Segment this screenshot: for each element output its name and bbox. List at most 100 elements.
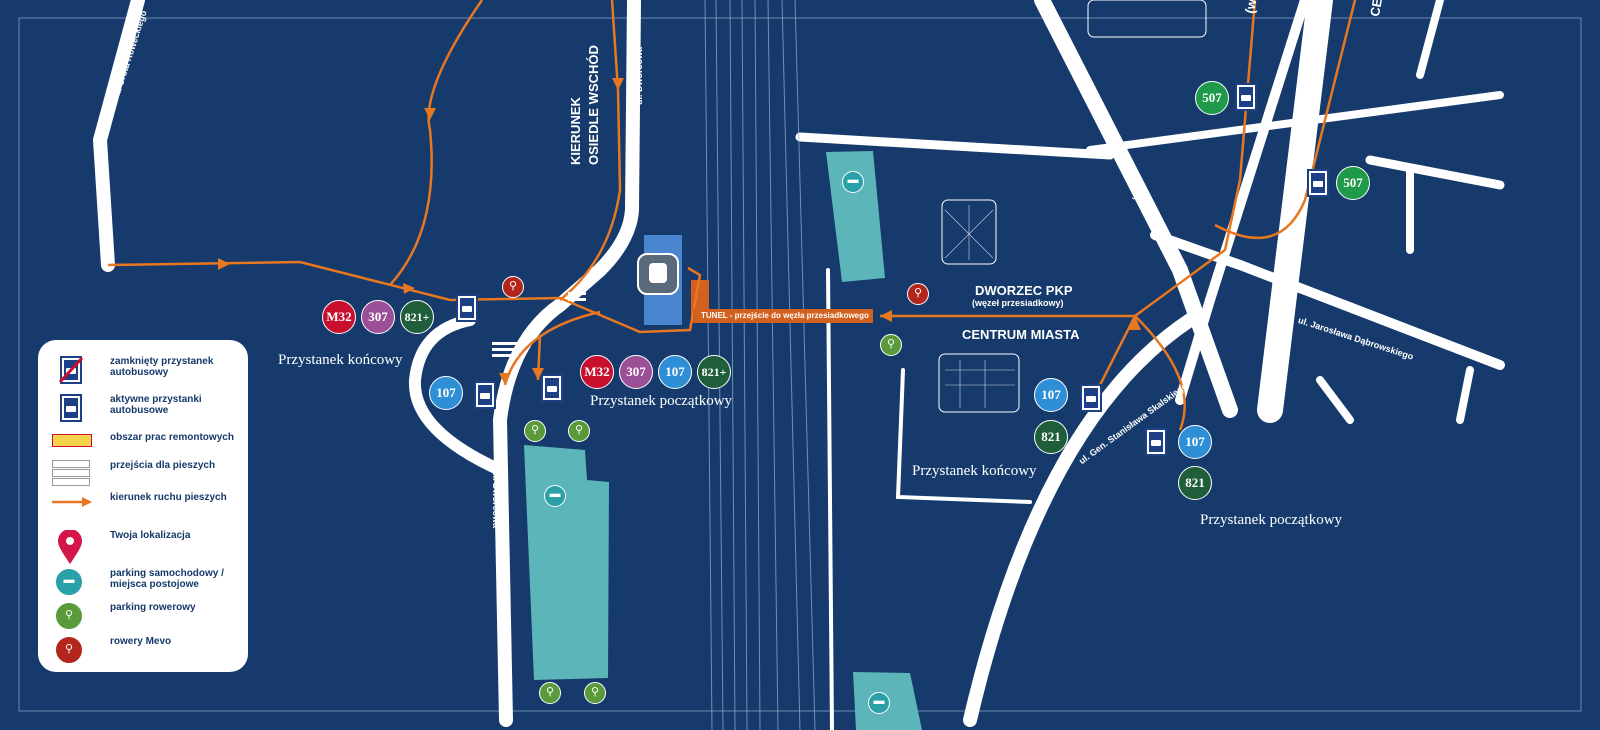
legend-label: przejścia dla pieszych: [110, 460, 216, 471]
car-parking-icon[interactable]: ▬: [544, 485, 566, 507]
station-subtitle: (węzeł przesiadkowy): [972, 298, 1064, 308]
map-frame: [18, 17, 1582, 712]
line-badge-821plus-start[interactable]: 821+: [697, 355, 731, 389]
parking-north: [826, 151, 885, 282]
legend-row: przejścia dla pieszych: [38, 460, 248, 490]
road-east: [1365, 155, 1505, 190]
legend-label: obszar prac remontowych: [110, 432, 234, 443]
legend-label: Twoja lokalizacja: [110, 530, 191, 541]
bus-stop-icon: [52, 394, 92, 422]
station-title: DWORZEC PKP: [975, 283, 1073, 298]
route-arrows: [218, 78, 1141, 385]
crosswalks: [492, 292, 586, 357]
bike-parking-icon[interactable]: ⚲: [880, 334, 902, 356]
line-badge-507-east[interactable]: 507: [1336, 166, 1370, 200]
direction-line1: KIERUNEK: [568, 97, 583, 165]
road-rail-side: [826, 268, 834, 730]
street-dworcowa-bottom: ul. Dworcowa: [491, 470, 501, 529]
legend-row: kierunek ruchu pieszych: [38, 492, 248, 522]
legend-label: zamknięty przystanek autobusowy: [110, 356, 214, 378]
line-badge-821-east-start[interactable]: 821: [1178, 466, 1212, 500]
road-north: [795, 132, 1115, 160]
station-building-sketch: [938, 353, 1020, 413]
legend-row: ⚲ parking rowerowy: [38, 602, 248, 632]
street-dworcowa-top: ul. Dworcowa: [634, 46, 644, 105]
bike-parking-icon: ⚲: [52, 602, 92, 630]
parking-west: [524, 445, 609, 680]
road-loop: [408, 314, 506, 476]
legend-label: parking rowerowy: [110, 602, 196, 613]
road-se2: [1316, 376, 1354, 424]
rail-tracks: [704, 0, 816, 730]
legend-label: parking samochodowy / miejsca postojowe: [110, 568, 224, 590]
line-badge-507-north[interactable]: 507: [1195, 81, 1229, 115]
road-skalskiego: [963, 313, 1197, 727]
bus-station-icon[interactable]: [637, 253, 679, 295]
stop-label-east-end: Przystanek końcowy: [912, 463, 1037, 479]
line-badge-107-start[interactable]: 107: [658, 355, 692, 389]
bus-stop-icon[interactable]: [1145, 428, 1167, 456]
line-badge-107-west[interactable]: 107: [429, 376, 463, 410]
car-parking-icon: ▬: [52, 568, 92, 596]
tunnel-label: TUNEL - przejście do węzła przesiadkoweg…: [693, 309, 873, 323]
legend-panel: zamknięty przystanek autobusowy aktywne …: [38, 340, 248, 672]
bike-parking-icon[interactable]: ⚲: [568, 420, 590, 442]
car-parking-icon[interactable]: ▬: [842, 171, 864, 193]
top-sketch: [1087, 0, 1207, 38]
legend-row: zamknięty przystanek autobusowy: [38, 356, 248, 386]
road-branch: [1175, 0, 1310, 405]
road-se: [1456, 366, 1474, 424]
closed-bus-stop-icon: [52, 356, 92, 384]
mevo-bike-icon: ⚲: [52, 636, 92, 664]
line-badge-821plus-west[interactable]: 821+: [400, 300, 434, 334]
bus-stop-icon[interactable]: [1080, 384, 1102, 412]
line-badge-m32-west[interactable]: M32: [322, 300, 356, 334]
stop-label-east-start: Przystanek początkowy: [1200, 512, 1343, 528]
car-parking-icon[interactable]: ▬: [868, 692, 890, 714]
edge-text-top-right: CE: [1367, 0, 1385, 18]
legend-label: aktywne przystanki autobusowe: [110, 394, 202, 416]
crosswalk-icon: [52, 460, 92, 488]
bus-stop-icon[interactable]: [474, 381, 496, 409]
road-main-ns: [1257, 0, 1333, 423]
line-badge-107-east-start[interactable]: 107: [1178, 425, 1212, 459]
line-badge-m32-start[interactable]: M32: [580, 355, 614, 389]
road-parking-loop: [895, 368, 1032, 504]
legend-label: rowery Mevo: [110, 636, 172, 647]
construction-area-icon: [52, 432, 92, 460]
legend-row: Twoja lokalizacja: [38, 529, 248, 564]
mevo-bike-icon[interactable]: ⚲: [907, 283, 929, 305]
bus-stop-icon[interactable]: [456, 294, 478, 322]
bike-parking-icon[interactable]: ⚲: [584, 682, 606, 704]
stop-label-west-end: Przystanek końcowy: [278, 352, 403, 368]
line-badge-821-east-end[interactable]: 821: [1034, 420, 1068, 454]
bus-stop-icon[interactable]: [541, 374, 563, 402]
city-center-label: CENTRUM MIASTA: [962, 327, 1080, 342]
bus-stop-icon[interactable]: [1235, 83, 1257, 111]
line-badge-307-west[interactable]: 307: [361, 300, 395, 334]
edge-text-top-left: (w: [1242, 0, 1260, 15]
bike-parking-icon[interactable]: ⚲: [524, 420, 546, 442]
arrow-icon: [52, 492, 92, 520]
sketch-lines: [944, 205, 1015, 408]
road-ne: [1416, 0, 1444, 79]
roads: [92, 0, 1505, 730]
stop-label-west-start: Przystanek początkowy: [590, 393, 733, 409]
mevo-bike-icon[interactable]: ⚲: [502, 276, 524, 298]
line-badge-307-start[interactable]: 307: [619, 355, 653, 389]
legend-row: ▬ parking samochodowy / miejsca postojow…: [38, 568, 248, 598]
road-dworcowa: [492, 0, 641, 727]
bike-parking-icon[interactable]: ⚲: [539, 682, 561, 704]
train-sketch: [941, 199, 997, 265]
road-dabrowskiego: [1150, 230, 1505, 370]
parking-areas: [524, 151, 922, 730]
line-badge-107-east-end[interactable]: 107: [1034, 378, 1068, 412]
legend-row: obszar prac remontowych: [38, 432, 248, 462]
road-powstancow: [1034, 0, 1238, 418]
direction-line2: OSIEDLE WSCHÓD: [586, 45, 601, 165]
legend-row: aktywne przystanki autobusowe: [38, 394, 248, 424]
road-grota-roweckiego: [92, 0, 145, 272]
bus-stop-icon[interactable]: [1307, 169, 1329, 197]
